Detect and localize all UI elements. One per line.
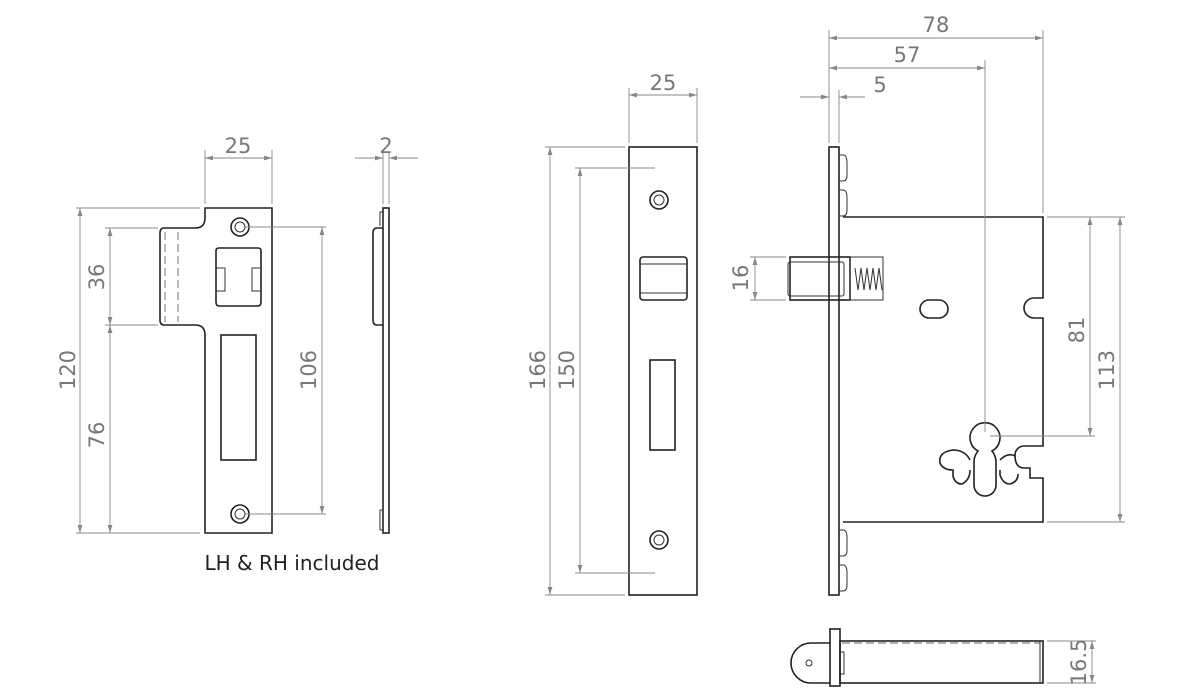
dim-strike-width: 25: [225, 134, 252, 158]
dim-strike-lower: 76: [85, 422, 109, 449]
strike-plate-dimensions: 25 120 36 76 106: [56, 134, 326, 534]
dim-lock-case-height: 113: [1095, 350, 1119, 390]
dim-strike-thickness: 2: [379, 134, 392, 158]
lock-body-dimensions: 78 57 5 16 81 113: [729, 13, 1125, 523]
dim-lock-thickness: 16.5: [1067, 639, 1091, 686]
lock-body-side-view: [787, 146, 1044, 596]
dim-lock-backset: 57: [894, 43, 921, 67]
lock-body-top-view: 16.5: [790, 628, 1096, 687]
strike-caption: LH & RH included: [205, 551, 380, 575]
strike-plate-side-view: 2: [355, 134, 418, 534]
dim-lock-centres: 81: [1065, 317, 1089, 344]
strike-plate-front-view: [159, 207, 273, 534]
forend-front-view: [628, 146, 698, 596]
dim-lock-bolt: 16: [729, 265, 753, 292]
dim-forend-holes: 150: [555, 350, 579, 390]
forend-dimensions: 25 166 150: [526, 71, 698, 596]
dim-lock-faceplate: 5: [873, 73, 886, 97]
dim-forend-height: 166: [526, 350, 550, 390]
dim-forend-width: 25: [650, 71, 677, 95]
dim-strike-holes: 106: [297, 350, 321, 390]
dim-strike-tab: 36: [85, 264, 109, 291]
dim-strike-height: 120: [56, 350, 80, 390]
dim-lock-depth: 78: [923, 13, 950, 37]
